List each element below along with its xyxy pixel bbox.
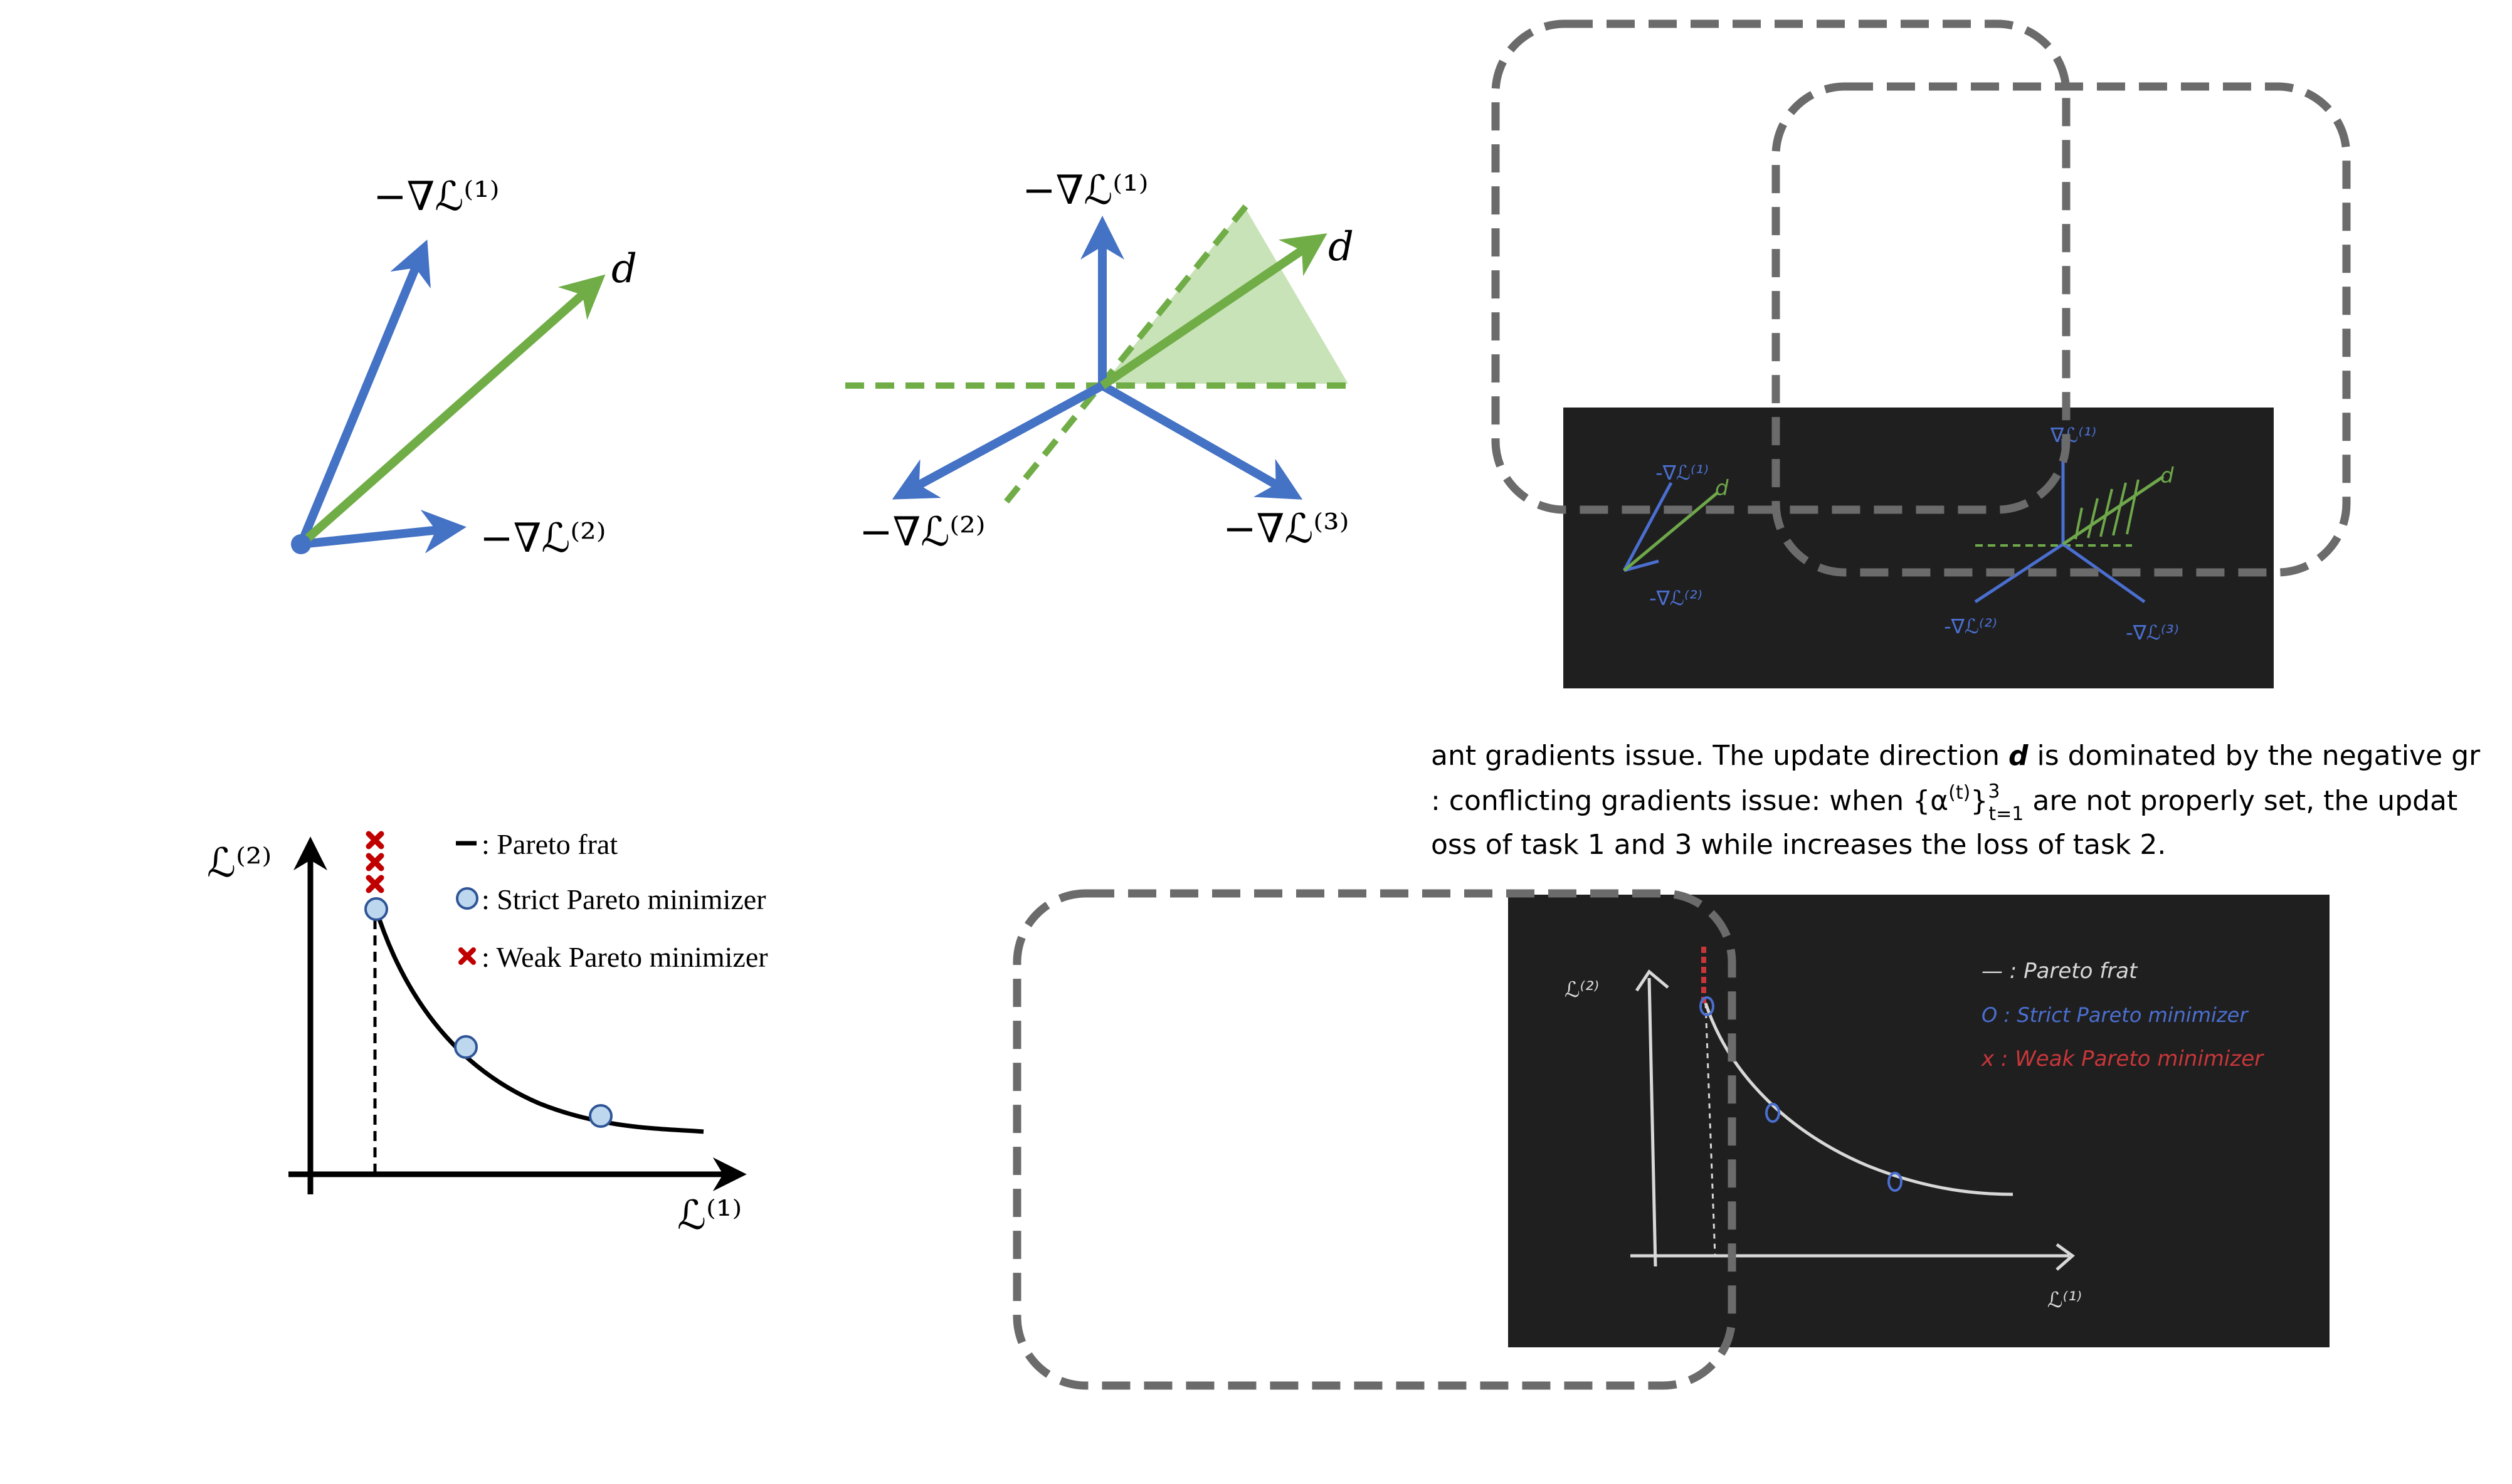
diagram-dominant-gradient: −∇ℒ⁽¹⁾ −∇ℒ⁽²⁾ d — [291, 174, 637, 562]
pareto-x-label: ℒ⁽¹⁾ — [677, 1192, 742, 1239]
d-label: d — [1328, 224, 1354, 270]
legend-label-weak: : Weak Pareto minimizer — [482, 941, 768, 973]
d-label: d — [611, 246, 637, 292]
sketch-strict-marker — [1765, 1103, 1780, 1123]
blackboard-top — [1563, 408, 2274, 688]
strict-pareto-marker — [589, 1104, 613, 1128]
sketch-legend-pareto-front: — : Pareto frat — [1982, 959, 2138, 984]
dashed-frame-top-right — [1771, 82, 2351, 577]
grad2-label: −∇ℒ⁽²⁾ — [480, 515, 606, 562]
legend-label-pareto-front: : Pareto frat — [482, 828, 618, 860]
sketch-strict-marker — [1887, 1172, 1902, 1192]
caption-line-1: ant gradients issue. The update directio… — [1431, 740, 2481, 772]
pareto-front-curve — [372, 905, 704, 1134]
grad2-arrow — [892, 381, 1105, 500]
cross-marker-icon — [458, 947, 476, 965]
pareto-chart: ℒ⁽²⁾ ℒ⁽¹⁾ : Pareto frat : Strict Pareto … — [207, 828, 768, 1239]
sketch-legend-strict: O : Strict Pareto minimizer — [1982, 1003, 2249, 1027]
sketch-b-grad1-label: ∇ℒ⁽¹⁾ — [2050, 423, 2096, 447]
sketch-a-grad1 — [1622, 482, 1673, 572]
d-arrow — [298, 274, 606, 548]
sketch-b-grad3-label: -∇ℒ⁽³⁾ — [2126, 621, 2179, 645]
sketch-panel-bottom: ℒ⁽²⁾ ℒ⁽¹⁾ — : Pareto frat O : Strict Par… — [1508, 895, 2330, 1347]
sketch-b-grad2 — [1974, 542, 2064, 604]
strict-pareto-marker — [364, 897, 388, 921]
caption-line-3: oss of task 1 and 3 while increases the … — [1431, 829, 2166, 861]
sketch-legend-weak: x : Weak Pareto minimizer — [1981, 1046, 2264, 1071]
sketch-a-d-label: d — [1715, 476, 1729, 501]
grad1-label: −∇ℒ⁽¹⁾ — [373, 174, 500, 220]
caption-line-2: : conflicting gradients issue: when {α(t… — [1431, 781, 2457, 825]
sketch-b-d-label: d — [2160, 463, 2174, 488]
sketch-b-grad3 — [2062, 542, 2146, 604]
sketch-strict-marker — [1699, 996, 1714, 1016]
diagonal-dashed-boundary — [1004, 201, 1250, 504]
d-arrow — [1100, 233, 1327, 389]
circle-marker-icon — [456, 887, 478, 910]
dashed-frame-top-left — [1491, 19, 2071, 514]
sketch-b-hatching — [2074, 479, 2140, 540]
grad3-arrow — [1100, 381, 1303, 500]
sketch-x-label: ℒ⁽¹⁾ — [2047, 1288, 2082, 1313]
sketch-b-d — [2062, 475, 2165, 546]
sketch-a-grad2 — [1623, 559, 1659, 572]
sketch-x-arrowhead — [2056, 1243, 2076, 1271]
sketch-a-d — [1623, 491, 1719, 572]
sketch-dashed-vertical — [1704, 1002, 1716, 1256]
blackboard-bottom — [1508, 895, 2330, 1347]
sketch-y-arrowhead — [1635, 969, 1669, 992]
sketch-a-grad1-label: -∇ℒ⁽¹⁾ — [1655, 461, 1709, 485]
grad3-label: −∇ℒ⁽³⁾ — [1223, 506, 1349, 552]
sketch-y-axis — [1647, 977, 1657, 1267]
weak-pareto-markers — [366, 831, 384, 893]
sketch-pareto-curve — [1704, 1002, 2013, 1196]
strict-pareto-marker — [454, 1035, 478, 1059]
legend-label-strict: : Strict Pareto minimizer — [482, 883, 766, 915]
grad2-label: −∇ℒ⁽²⁾ — [859, 509, 986, 555]
sketch-b-grad2-label: -∇ℒ⁽²⁾ — [1944, 614, 1997, 638]
diagram-conflicting-gradients: −∇ℒ⁽¹⁾ −∇ℒ⁽²⁾ −∇ℒ⁽³⁾ d — [845, 167, 1354, 555]
sketch-panel-top: -∇ℒ⁽¹⁾ d -∇ℒ⁽²⁾ ∇ℒ⁽¹⁾ d -∇ℒ⁽²⁾ -∇ℒ⁽³⁾ — [1563, 408, 2274, 688]
grad2-arrow — [300, 509, 467, 554]
sketch-a-grad2-label: -∇ℒ⁽²⁾ — [1649, 586, 1702, 610]
sketch-y-label: ℒ⁽²⁾ — [1565, 977, 1599, 1002]
grad1-label: −∇ℒ⁽¹⁾ — [1022, 167, 1149, 214]
pareto-legend: : Pareto frat : Strict Pareto minimizer … — [456, 828, 768, 973]
pareto-y-label: ℒ⁽²⁾ — [207, 840, 272, 887]
caption-block: ant gradients issue. The update directio… — [1431, 740, 2481, 861]
grad1-arrow — [297, 239, 431, 546]
dashed-frame-bottom — [1013, 889, 1736, 1390]
origin-dot — [291, 534, 311, 554]
